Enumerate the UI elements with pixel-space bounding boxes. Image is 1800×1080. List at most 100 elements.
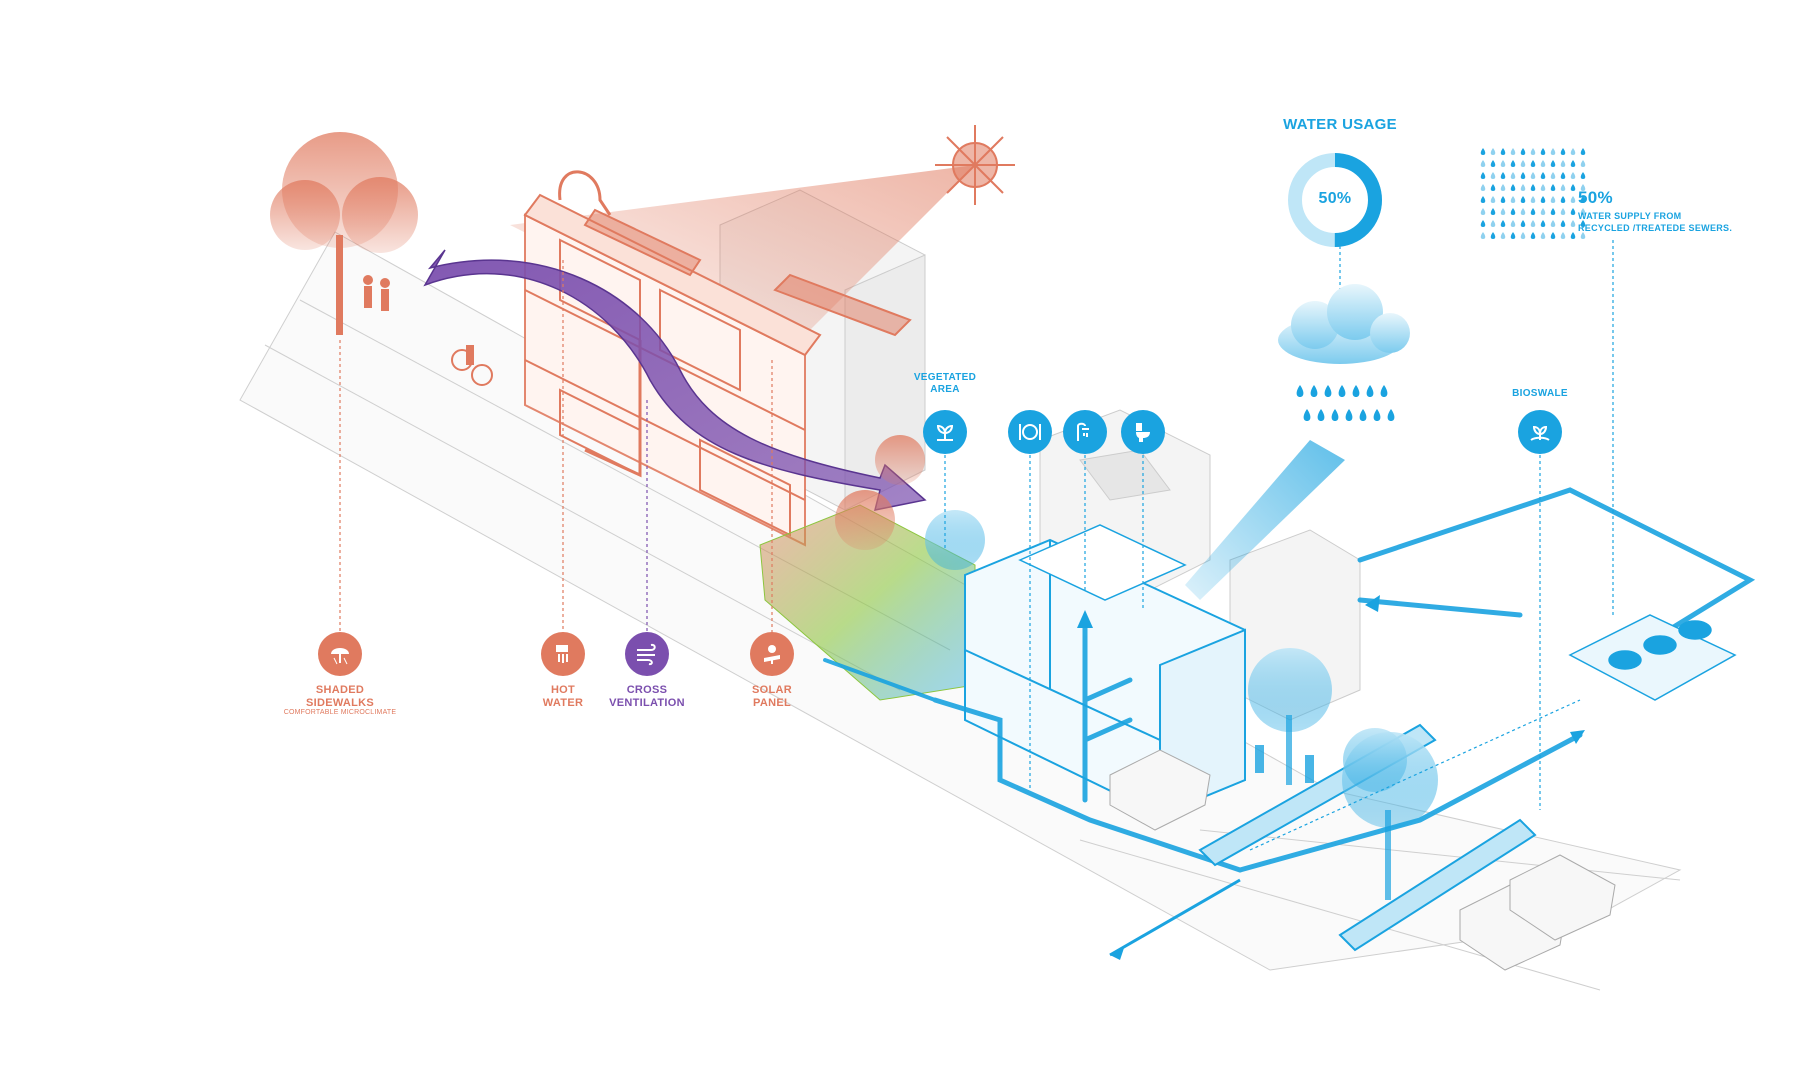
cross-ventilation-line1: CROSS xyxy=(626,684,668,696)
matrix-droplet xyxy=(1560,208,1566,215)
matrix-droplet xyxy=(1510,172,1516,179)
matrix-droplet xyxy=(1490,148,1496,155)
dining-icon xyxy=(1019,424,1041,440)
matrix-droplet xyxy=(1580,172,1586,179)
matrix-droplet xyxy=(1520,232,1526,239)
matrix-droplet xyxy=(1480,220,1486,227)
matrix-droplet xyxy=(1520,148,1526,155)
shaded-sidewalks-line1: SHADED xyxy=(315,684,365,696)
matrix-droplet xyxy=(1530,160,1536,167)
matrix-droplet xyxy=(1570,160,1576,167)
matrix-droplet xyxy=(1490,220,1496,227)
matrix-droplet xyxy=(1570,172,1576,179)
matrix-droplet xyxy=(1510,148,1516,155)
matrix-droplet xyxy=(1550,220,1556,227)
matrix-droplet xyxy=(1530,196,1536,203)
shower-icon xyxy=(1077,422,1089,441)
matrix-droplet xyxy=(1550,184,1556,191)
raindrop xyxy=(1331,409,1339,421)
matrix-droplet xyxy=(1480,232,1486,239)
matrix-droplet xyxy=(1550,160,1556,167)
matrix-droplet xyxy=(1580,232,1586,239)
sun-rays-beam xyxy=(510,165,975,360)
solar-panel-line1: SOLAR xyxy=(752,684,792,696)
solar-panel-icon xyxy=(764,645,780,664)
matrix-droplet xyxy=(1570,196,1576,203)
matrix-droplet xyxy=(1490,208,1496,215)
trees-warm xyxy=(270,132,925,550)
matrix-droplet xyxy=(1530,220,1536,227)
matrix-droplet xyxy=(1530,148,1536,155)
water-pipes xyxy=(823,487,1756,873)
hot-water-icon-badge xyxy=(541,632,585,676)
leader-lines xyxy=(339,240,1614,851)
matrix-droplet xyxy=(1530,232,1536,239)
matrix-droplet xyxy=(1510,184,1516,191)
matrix-droplet xyxy=(1550,148,1556,155)
matrix-droplet xyxy=(1500,196,1506,203)
vegetated-area-label: VEGETATED AREA xyxy=(900,372,990,395)
matrix-droplet xyxy=(1570,184,1576,191)
vegetated-area-icon-badge xyxy=(923,410,967,454)
matrix-droplet xyxy=(1500,232,1506,239)
matrix-droplet xyxy=(1580,160,1586,167)
hot-water-line2: WATER xyxy=(542,696,584,709)
matrix-droplet xyxy=(1580,196,1586,203)
matrix-droplet xyxy=(1560,232,1566,239)
matrix-droplet xyxy=(1570,148,1576,155)
raindrop xyxy=(1352,385,1360,397)
recycled-line2: RECYCLED /TREATEDE SEWERS. xyxy=(1578,223,1733,233)
matrix-droplet xyxy=(1510,160,1516,167)
matrix-droplet xyxy=(1580,208,1586,215)
matrix-droplet xyxy=(1540,232,1546,239)
raindrop xyxy=(1345,409,1353,421)
recycled-percent: 50% xyxy=(1578,188,1613,207)
matrix-droplet xyxy=(1570,220,1576,227)
matrix-droplet xyxy=(1530,208,1536,215)
treatment-plant xyxy=(1568,614,1737,701)
matrix-droplet xyxy=(1520,160,1526,167)
matrix-droplet xyxy=(1540,148,1546,155)
solar-panel-label: SOLAR PANEL xyxy=(732,684,812,709)
shaded-sidewalks-label: SHADED SIDEWALKS COMFORTABLE MICROCLIMAT… xyxy=(270,684,410,717)
people xyxy=(363,275,493,386)
matrix-droplet xyxy=(1540,196,1546,203)
matrix-droplet xyxy=(1530,184,1536,191)
shower-icon-badge xyxy=(1063,410,1107,454)
matrix-droplet xyxy=(1490,232,1496,239)
sun-icon xyxy=(935,125,1015,205)
toilet-icon xyxy=(1136,423,1150,442)
matrix-droplet xyxy=(1510,208,1516,215)
matrix-droplet xyxy=(1550,232,1556,239)
matrix-droplet xyxy=(1490,172,1496,179)
rain-collection-beam xyxy=(1185,440,1345,600)
toilet-icon-badge xyxy=(1121,410,1165,454)
raindrop xyxy=(1366,385,1374,397)
matrix-droplet xyxy=(1520,196,1526,203)
matrix-droplet xyxy=(1490,184,1496,191)
matrix-droplet xyxy=(1550,208,1556,215)
hot-water-line1: HOT xyxy=(550,684,576,696)
hot-water-icon xyxy=(556,645,568,663)
raindrop-icon xyxy=(1296,385,1395,421)
matrix-droplet xyxy=(1510,220,1516,227)
outflow-pipe xyxy=(1109,878,1241,957)
pipe-arrows xyxy=(1077,595,1585,960)
droplet-matrix xyxy=(1480,148,1586,239)
bioswale-icon-badge xyxy=(1518,410,1562,454)
solar-panel-line2: PANEL xyxy=(753,696,791,709)
matrix-droplet xyxy=(1550,172,1556,179)
matrix-droplet xyxy=(1540,172,1546,179)
matrix-droplet xyxy=(1560,220,1566,227)
raindrop xyxy=(1296,385,1304,397)
matrix-droplet xyxy=(1500,220,1506,227)
matrix-droplet xyxy=(1550,196,1556,203)
matrix-droplet xyxy=(1490,196,1496,203)
matrix-droplet xyxy=(1570,232,1576,239)
matrix-droplet xyxy=(1560,172,1566,179)
matrix-droplet xyxy=(1480,172,1486,179)
matrix-droplet xyxy=(1490,160,1496,167)
bioswale-icon xyxy=(1530,425,1550,441)
matrix-droplet xyxy=(1560,184,1566,191)
